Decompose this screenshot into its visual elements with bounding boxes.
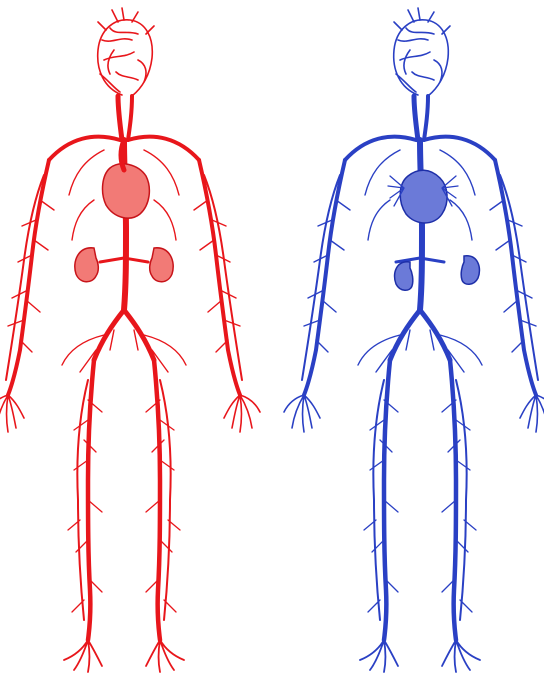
left-kidney-organ — [395, 262, 413, 290]
left-kidney-organ — [75, 248, 99, 282]
arterial-vessel-network — [0, 8, 260, 672]
arterial-system-figure — [0, 8, 260, 672]
venous-system-figure — [284, 8, 544, 672]
right-kidney-organ — [150, 248, 174, 282]
right-kidney-organ — [461, 256, 479, 284]
venous-vessel-network — [284, 8, 544, 672]
heart-organ — [400, 170, 447, 223]
